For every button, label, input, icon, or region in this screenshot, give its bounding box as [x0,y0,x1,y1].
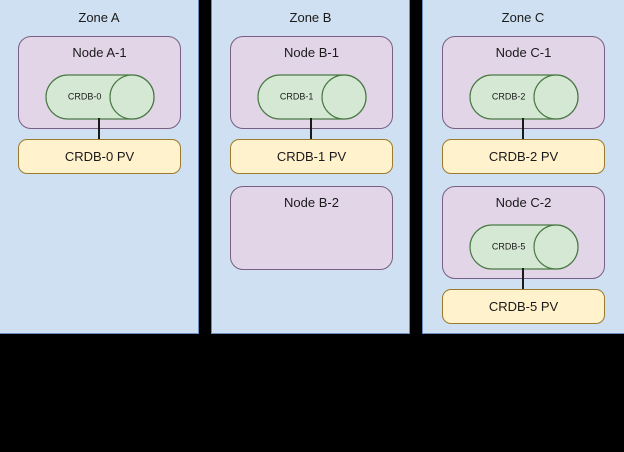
pv-crdb-5: CRDB-5 PV [442,289,605,324]
connector-node-a-1-to-pv [98,118,100,140]
zone-c-title: Zone C [501,10,545,25]
pod-crdb-1: CRDB-1 [257,74,367,120]
node-b-1-label: Node B-1 [284,45,339,60]
node-c-2-label: Node C-2 [495,195,552,210]
pv-crdb-2: CRDB-2 PV [442,139,605,174]
zone-a-title: Zone A [78,10,120,25]
pv-crdb-2-label: CRDB-2 PV [488,148,559,164]
node-c-1-label: Node C-1 [495,45,552,60]
connector-node-b-1-to-pv [310,118,312,140]
pv-crdb-0: CRDB-0 PV [18,139,181,174]
node-a-1-label: Node A-1 [72,45,127,60]
database-cylinder-icon [45,74,155,120]
node-b-2-label: Node B-2 [284,195,339,210]
zone-b-title: Zone B [289,10,332,25]
pod-crdb-5: CRDB-5 [469,224,579,270]
connector-node-c-2-to-pv [522,268,524,290]
database-cylinder-icon [469,224,579,270]
connector-node-c-1-to-pv [522,118,524,140]
database-cylinder-icon [257,74,367,120]
pv-crdb-1-label: CRDB-1 PV [276,148,347,164]
pv-crdb-5-label: CRDB-5 PV [488,298,559,314]
pod-crdb-2: CRDB-2 [469,74,579,120]
pv-crdb-1: CRDB-1 PV [230,139,393,174]
pv-crdb-0-label: CRDB-0 PV [64,148,135,164]
database-cylinder-icon [469,74,579,120]
pod-crdb-0: CRDB-0 [45,74,155,120]
node-b-2-box: Node B-2 [230,186,393,270]
